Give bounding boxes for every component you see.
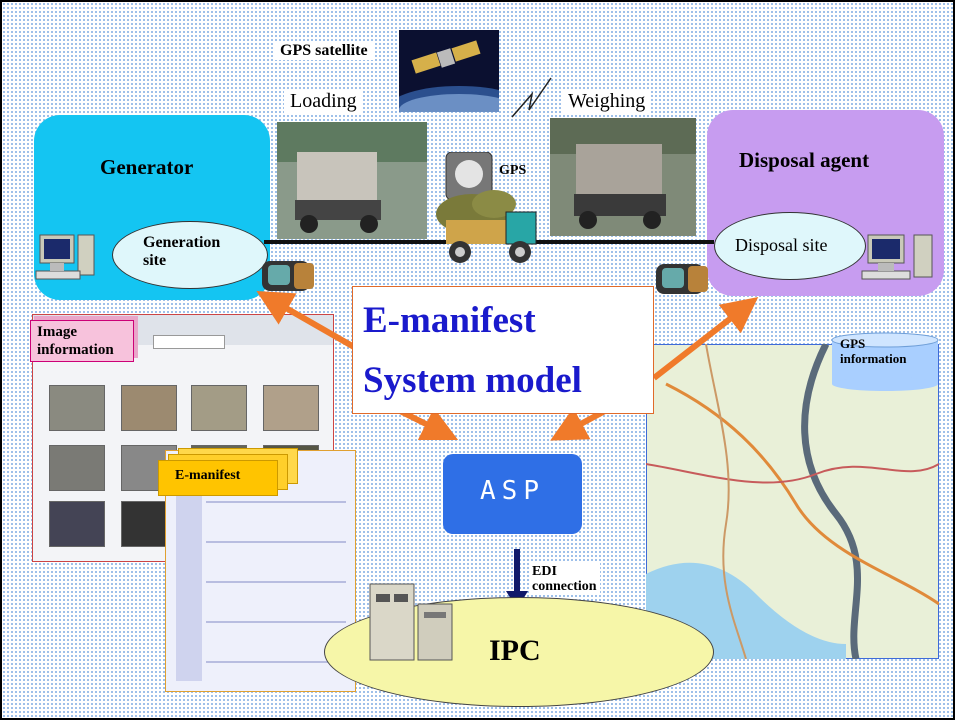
title-line1: E-manifest: [363, 300, 536, 341]
edi-line1: EDI: [532, 564, 557, 579]
gps-device-icon: [656, 264, 708, 294]
gps-information-line2: information: [840, 351, 907, 366]
generation-site-line2: site: [143, 252, 167, 269]
disposal-site-label: Disposal site: [735, 235, 828, 255]
image-information-label-box: Image information: [30, 320, 134, 362]
truck-icon: [436, 152, 537, 263]
title-line2: System model: [363, 360, 582, 401]
image-information-line1: Image: [37, 324, 77, 340]
generation-site-ellipse: Generation site: [112, 221, 268, 289]
arrow-to-disposal: [652, 296, 759, 381]
generation-site-line1: Generation: [143, 234, 221, 251]
satellite-icon: [399, 30, 499, 112]
edi-line2: connection: [532, 579, 597, 594]
disposal-site-ellipse: Disposal site: [714, 212, 866, 280]
gps-satellite-label: GPS satellite: [274, 42, 374, 60]
image-information-line2: information: [37, 342, 114, 358]
emanifest-paper-label: E-manifest: [175, 468, 241, 483]
disposal-agent-title: Disposal agent: [739, 148, 870, 172]
wireless-signal-icon: [511, 77, 552, 118]
computer-icon: [35, 234, 95, 280]
image-information-screen: [32, 314, 334, 562]
weighing-photo: [550, 118, 696, 236]
arrow-to-generator: [256, 291, 356, 350]
gps-device-icon: [262, 261, 314, 291]
asp-box: ASP: [443, 454, 582, 534]
gps-information-label: GPS information: [840, 336, 906, 366]
ipc-label: IPC: [489, 634, 541, 667]
computer-icon: [861, 234, 933, 280]
emanifest-paper: E-manifest: [158, 460, 278, 496]
gps-information-line1: GPS: [840, 336, 866, 351]
gps-truck-label: GPS: [499, 163, 527, 178]
loading-label: Loading: [284, 90, 363, 113]
asp-label: ASP: [480, 476, 545, 506]
edi-connection-label: EDI connection: [529, 563, 600, 595]
weighing-label: Weighing: [562, 90, 652, 113]
loading-photo: [277, 122, 427, 239]
server-icon: [369, 583, 453, 661]
generator-title: Generator: [100, 155, 194, 179]
gps-information-cylinder: [831, 332, 939, 391]
title-box: E-manifest System model: [352, 286, 654, 414]
